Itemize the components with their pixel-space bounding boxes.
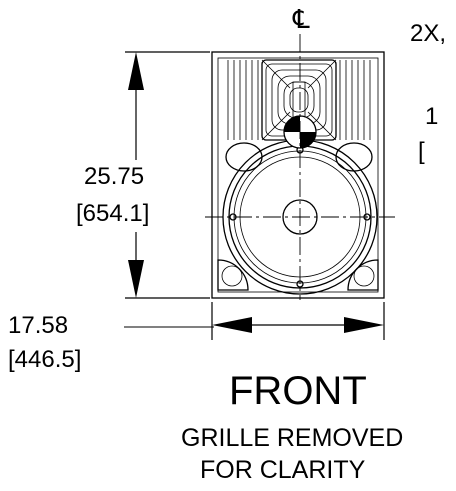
corner-note-2: 1 (425, 103, 439, 130)
lower-left-port (217, 259, 249, 291)
note-line-1: GRILLE REMOVED (181, 424, 404, 452)
center-of-gravity-symbol (283, 115, 317, 149)
width-mm-label: [446.5] (8, 346, 82, 373)
cabinet-outline (211, 51, 385, 299)
centerline-symbol: ℄ (293, 4, 310, 34)
note-line-2: FOR CLARITY (200, 456, 366, 484)
height-inches-label: 25.75 (84, 163, 145, 190)
width-inches-label: 17.58 (8, 312, 69, 339)
width-dimension (124, 302, 385, 340)
upper-right-port (335, 142, 373, 172)
height-mm-label: [654.1] (76, 200, 150, 227)
corner-note-1: 2X, (410, 20, 447, 47)
horn-tweeter (261, 59, 337, 141)
view-title: FRONT (229, 369, 367, 413)
centerlines (205, 34, 395, 300)
width-arrows (212, 317, 384, 333)
height-arrows (128, 52, 144, 298)
lower-right-port (347, 259, 379, 291)
cabinet-inner-outline (217, 57, 379, 293)
horn-flare (227, 60, 371, 140)
corner-note-3: [ (418, 138, 425, 165)
